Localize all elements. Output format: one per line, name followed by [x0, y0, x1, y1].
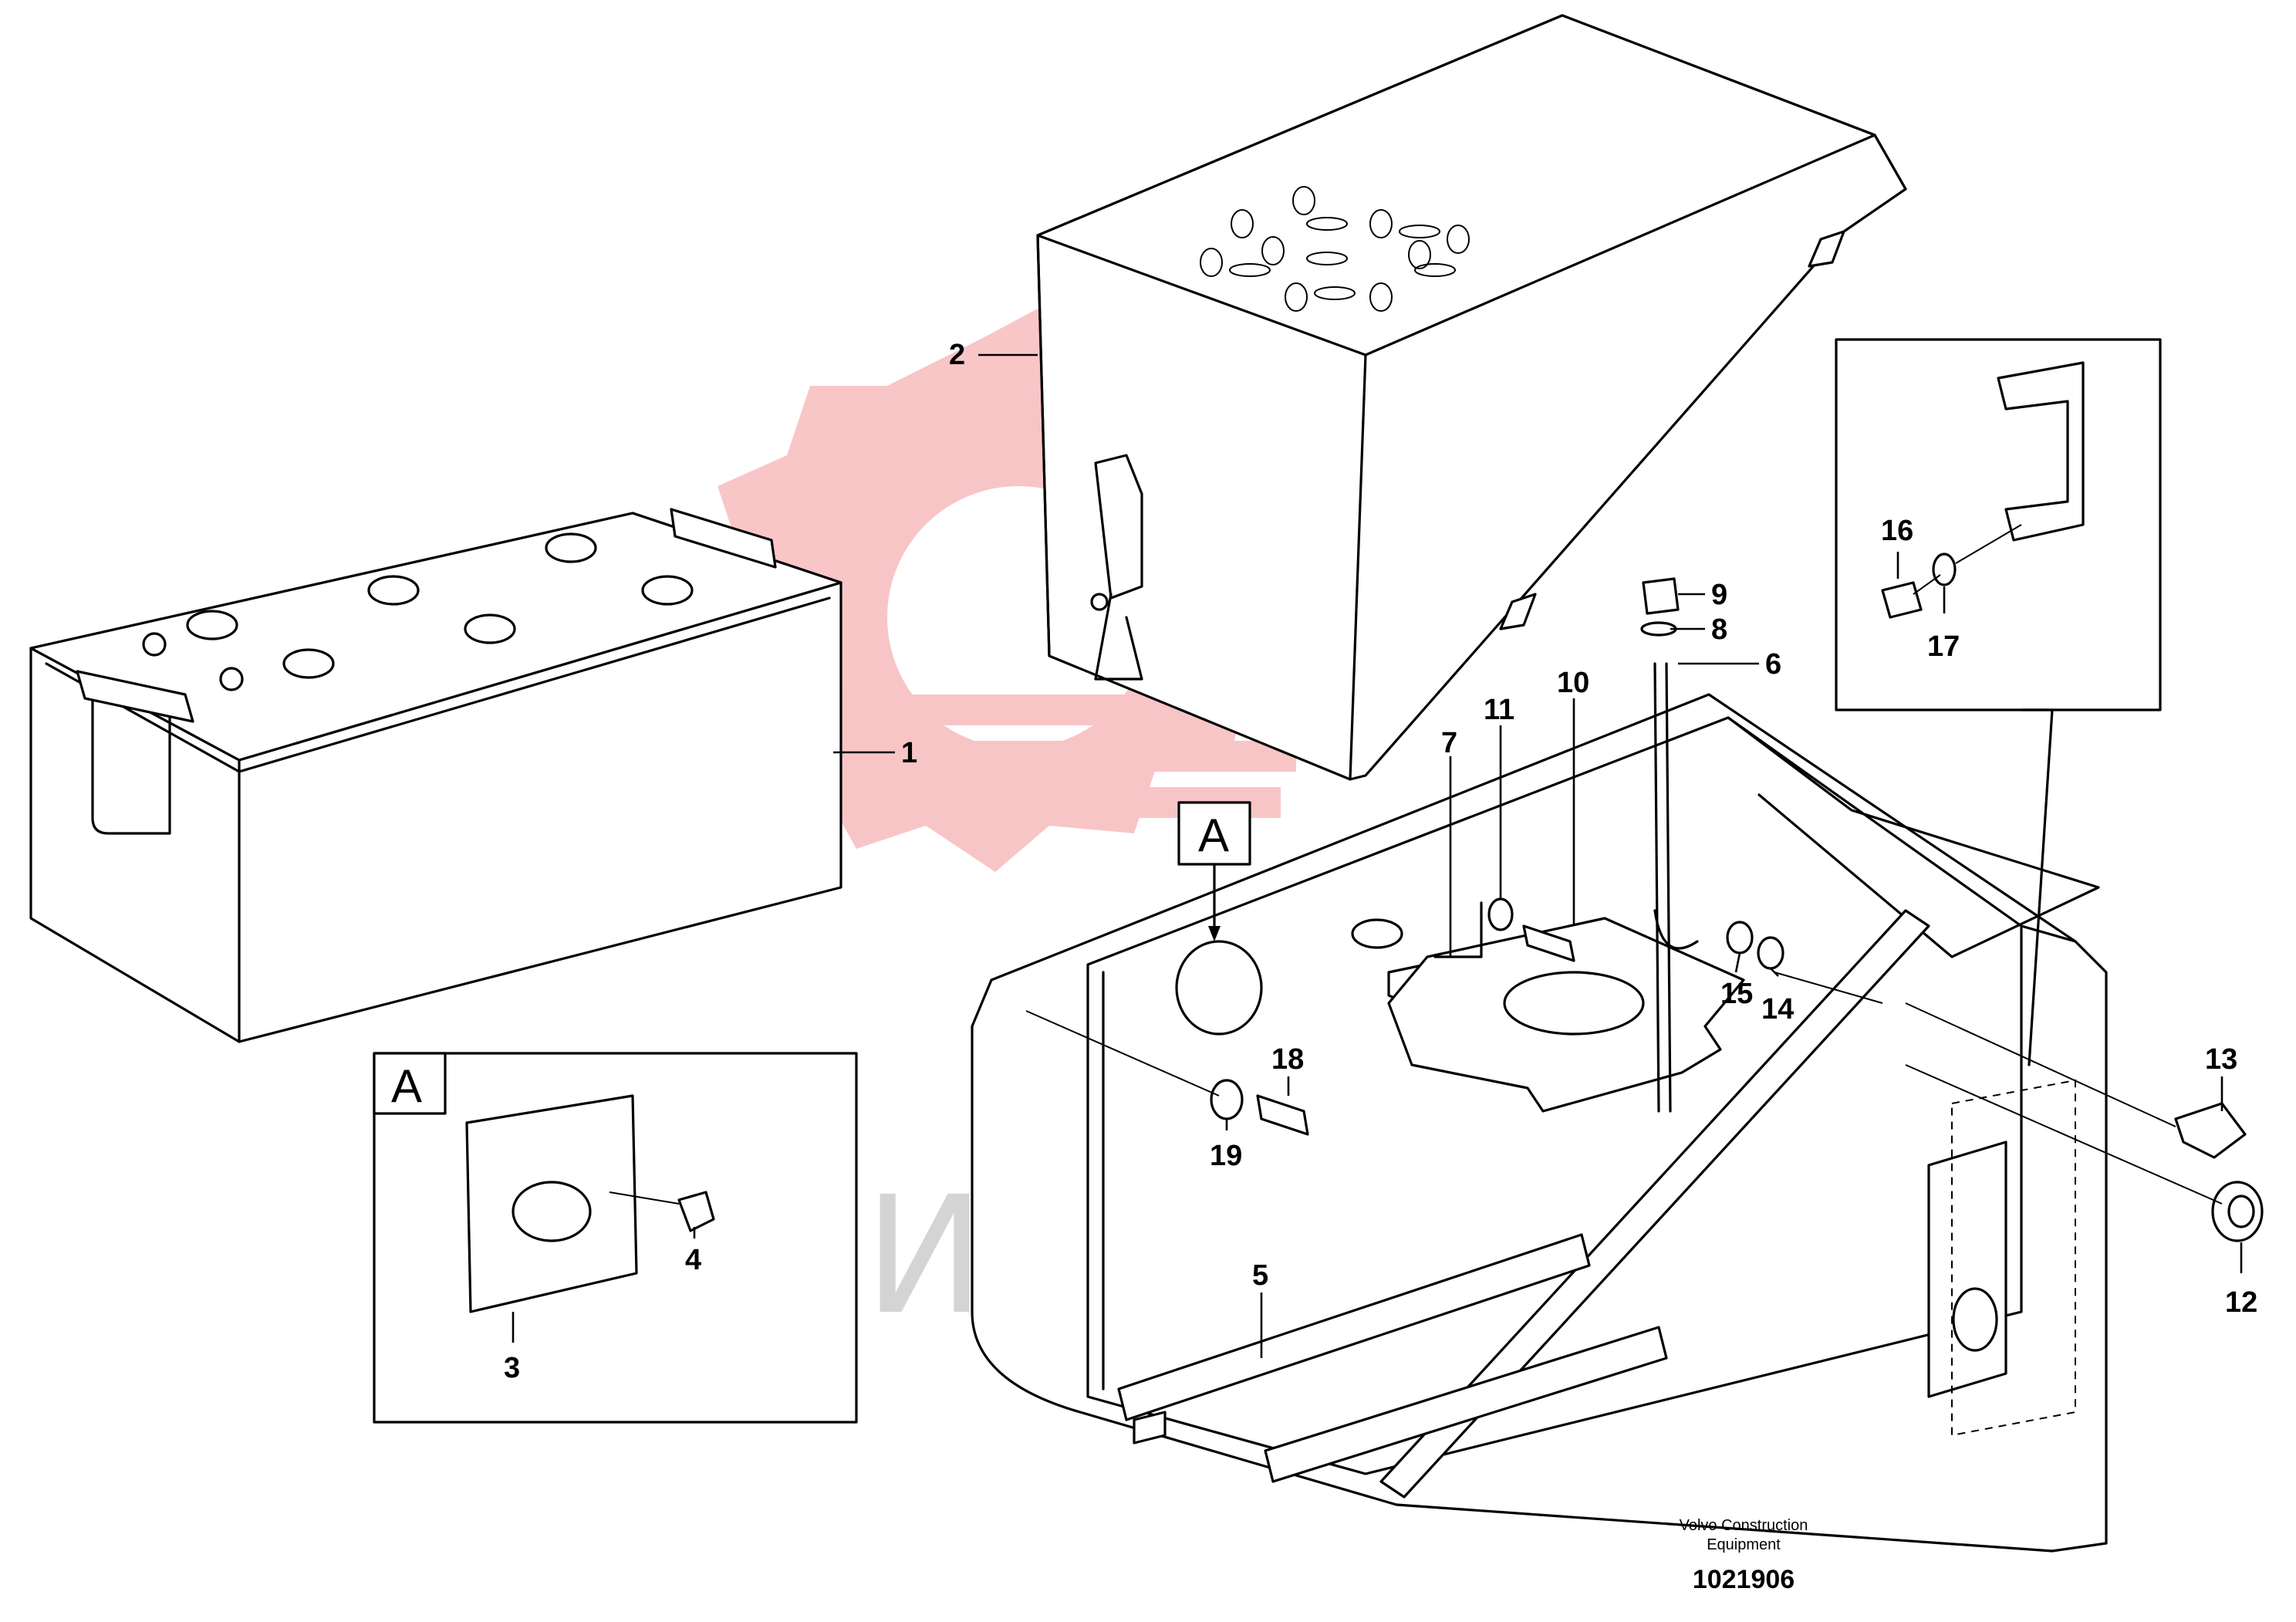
leader-lines — [512, 353, 2243, 1358]
detail-a-inset-label: A — [391, 1060, 422, 1112]
callout-14: 14 — [1761, 993, 1794, 1026]
washer-15 — [1726, 921, 1754, 955]
cover-latch — [1090, 454, 1143, 681]
rubber-cap-13 — [2174, 1102, 2247, 1159]
washer-14 — [1757, 936, 1784, 970]
callout-15: 15 — [1720, 978, 1753, 1010]
callout-2: 2 — [949, 339, 965, 371]
grommet-12 — [2211, 1181, 2264, 1242]
callout-4: 4 — [685, 1244, 701, 1276]
callout-3: 3 — [504, 1352, 520, 1384]
callout-17: 17 — [1927, 630, 1960, 663]
washer-11 — [1487, 897, 1514, 931]
battery-handle-left — [76, 670, 194, 723]
callout-10: 10 — [1557, 667, 1589, 699]
bracket-clip — [1997, 361, 2085, 542]
battery-box-crossbar — [1379, 909, 1930, 1499]
detail-a-inset: A — [373, 1052, 858, 1424]
clamp-plate-3 — [465, 1094, 638, 1313]
callout-1: 1 — [901, 737, 917, 769]
battery-terminal-caps — [142, 532, 694, 691]
callout-7: 7 — [1441, 727, 1457, 759]
nut-4 — [677, 1191, 715, 1232]
washer-19 — [1210, 1079, 1244, 1120]
washer-17 — [1932, 552, 1957, 586]
credit-line-1: Volvo Construction — [1680, 1517, 1808, 1534]
battery-cover — [1036, 14, 1907, 781]
callout-12: 12 — [2225, 1286, 2257, 1319]
credit-line-2: Equipment — [1707, 1536, 1781, 1553]
bolt-16 — [1881, 581, 1923, 619]
tie-rod — [1653, 662, 1699, 1113]
cover-vent-holes — [1200, 186, 1470, 312]
drawing-number: 1021906 — [1693, 1565, 1795, 1594]
detail-a-marker: A — [1177, 801, 1251, 941]
battery-handle-right — [670, 508, 777, 569]
bolt-path-lines — [1025, 972, 2223, 1205]
bolt-10 — [1522, 924, 1575, 962]
callout-5: 5 — [1252, 1259, 1268, 1292]
svg-text:A: A — [1198, 809, 1229, 861]
callout-19: 19 — [1210, 1140, 1242, 1172]
callout-16: 16 — [1881, 515, 1913, 547]
battery — [29, 508, 842, 1043]
callout-8: 8 — [1711, 613, 1727, 646]
callout-13: 13 — [2205, 1043, 2237, 1076]
bolt-9 — [1642, 577, 1680, 615]
battery-box — [971, 693, 2108, 1553]
callout-9: 9 — [1711, 579, 1727, 611]
callout-6: 6 — [1765, 648, 1781, 681]
callout-11: 11 — [1484, 694, 1514, 726]
callout-18: 18 — [1271, 1043, 1304, 1076]
bolt-18 — [1256, 1094, 1309, 1136]
hold-down-bracket — [1387, 901, 1745, 1113]
detail-inset-16-17 — [1835, 338, 2162, 1066]
battery-box-floor-strips — [1117, 1233, 1668, 1483]
